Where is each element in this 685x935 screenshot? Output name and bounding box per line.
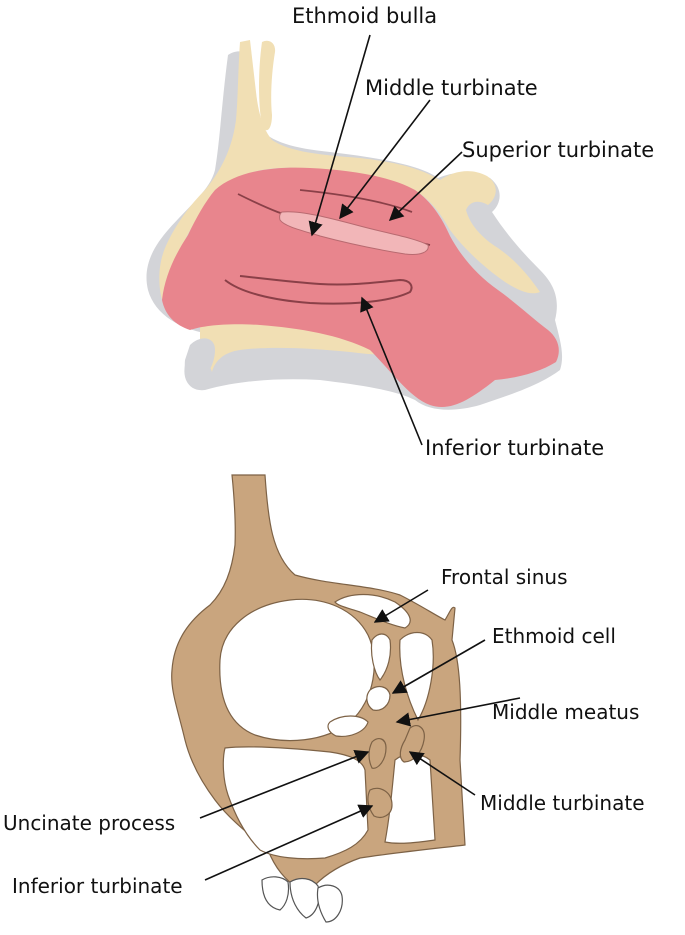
nasal-bone	[159, 40, 541, 300]
upper-leaders	[308, 34, 463, 446]
hard-palate-bone	[200, 322, 420, 372]
leader-inferior-turbinate-upper	[360, 296, 423, 446]
label-inferior-turbinate-lower: Inferior turbinate	[12, 874, 183, 898]
label-ethmoid-cell: Ethmoid cell	[492, 624, 616, 648]
coronal-section	[171, 474, 466, 923]
leader-superior-turbinate	[388, 151, 463, 221]
leader-middle-turbinate-upper	[339, 99, 431, 220]
orbit-cavity	[219, 598, 375, 742]
label-inferior-turbinate-upper: Inferior turbinate	[425, 436, 604, 460]
label-frontal-sinus: Frontal sinus	[441, 565, 568, 589]
label-ethmoid-bulla: Ethmoid bulla	[292, 4, 437, 28]
tooth-1	[261, 876, 290, 911]
leader-uncinate-process	[199, 750, 370, 819]
label-middle-meatus: Middle meatus	[492, 700, 639, 724]
ethmoid-cell-1	[370, 633, 392, 681]
label-middle-turbinate-upper: Middle turbinate	[365, 76, 538, 100]
lower-leaders	[199, 589, 521, 881]
ethmoid-cell-2	[366, 685, 391, 711]
sagittal-nasal-cavity	[146, 40, 563, 410]
tooth-2	[289, 877, 320, 919]
leader-middle-turbinate-lower	[408, 751, 476, 796]
label-superior-turbinate: Superior turbinate	[462, 138, 654, 162]
tooth-3	[316, 884, 343, 923]
inferior-turbinate-contour	[224, 275, 413, 305]
frontal-sinus-space	[334, 593, 411, 629]
leader-ethmoid-bulla	[308, 34, 371, 237]
inferior-turbinate-bone	[367, 787, 393, 818]
maxillary-sinus	[222, 746, 369, 860]
label-uncinate-process: Uncinate process	[3, 811, 175, 835]
label-middle-turbinate-lower: Middle turbinate	[480, 791, 645, 815]
ethmoid-cell-3	[327, 715, 369, 737]
leader-ethmoid-cell	[391, 639, 486, 694]
leader-middle-meatus	[395, 697, 521, 727]
leader-inferior-turbinate-lower	[204, 804, 374, 881]
leader-frontal-sinus	[373, 589, 429, 623]
nasal-mucosa	[162, 167, 559, 408]
frontal-process-bone	[259, 40, 276, 131]
palate-gray	[184, 338, 215, 388]
